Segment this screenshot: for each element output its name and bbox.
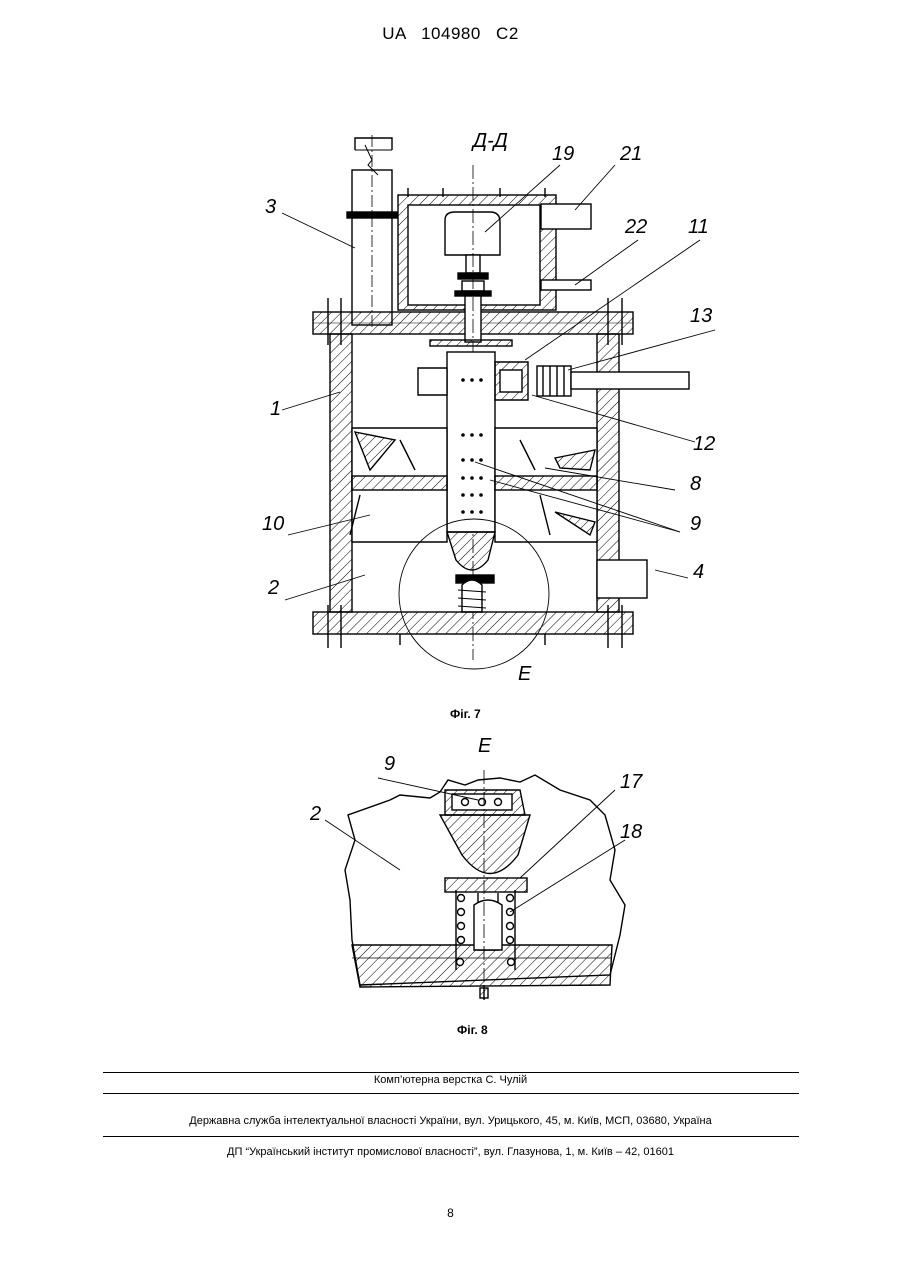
layout-credit: Комп’ютерна верстка С. Чулій — [0, 1074, 901, 1086]
label-4: 4 — [693, 561, 704, 583]
label-21: 21 — [619, 143, 642, 165]
figure-8-caption: Фіг. 8 — [457, 1023, 488, 1037]
label-13: 13 — [690, 305, 712, 327]
label-9: 9 — [690, 513, 701, 535]
label-2: 2 — [267, 577, 279, 599]
label-22: 22 — [624, 216, 647, 238]
label-12: 12 — [693, 433, 715, 455]
label-11: 11 — [688, 216, 709, 238]
figure-8-title: Е — [478, 735, 492, 757]
fig8-label-9: 9 — [384, 753, 395, 775]
fig8-label-2: 2 — [309, 803, 321, 825]
label-8: 8 — [690, 473, 701, 495]
fig8-label-17: 17 — [620, 771, 643, 793]
footer-rule-2 — [103, 1093, 799, 1094]
label-10: 10 — [262, 513, 284, 535]
page-number: 8 — [0, 1206, 901, 1220]
detail-marker-e: Е — [518, 663, 532, 685]
label-3: 3 — [265, 196, 276, 218]
agency-address: Державна служба інтелектуальної власност… — [0, 1115, 901, 1127]
section-title-dd: Д-Д — [471, 130, 508, 152]
footer-rule-1 — [103, 1072, 799, 1073]
figure-8-drawing — [345, 770, 625, 1000]
label-19: 19 — [552, 143, 574, 165]
institute-address: ДП “Український інститут промислової вла… — [0, 1146, 901, 1158]
figure-7-caption: Фіг. 7 — [450, 707, 481, 721]
label-1: 1 — [270, 398, 281, 420]
footer-rule-3 — [103, 1136, 799, 1137]
fig8-label-18: 18 — [620, 821, 642, 843]
